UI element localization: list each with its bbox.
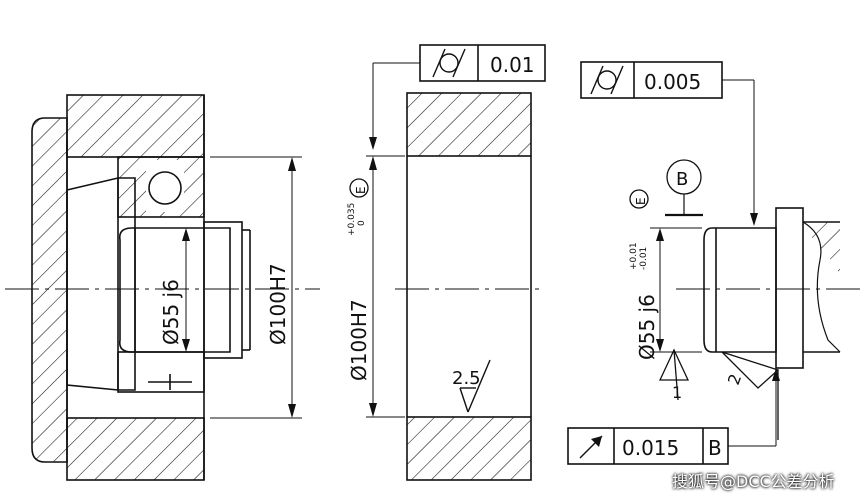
shaft-tol-lower: -0.01 (639, 247, 649, 270)
housing-view (366, 44, 546, 481)
housing-tolerance-frame (419, 44, 546, 82)
bearing-ball (148, 171, 182, 205)
housing-envelope-letter: E (354, 186, 368, 194)
roughness-symbol-1 (658, 348, 690, 401)
assembly-housing-dim: Ø100H7 (266, 263, 290, 345)
housing-tol-lower: 0 (357, 220, 367, 226)
housing-tol-upper: +0.035 (347, 203, 357, 236)
shaft-dim: Ø55 j6 (635, 294, 659, 360)
runout-datum: B (708, 436, 722, 460)
assembly-shaft-dim: Ø55 j6 (159, 279, 183, 345)
shaft-view (567, 61, 860, 465)
datum-letter: B (676, 169, 688, 190)
runout-value: 0.015 (622, 436, 679, 460)
shaft-tol-upper: +0.01 (629, 242, 639, 270)
housing-bore-dim: Ø100H7 (347, 299, 371, 381)
shaft-envelope-circle (629, 189, 649, 209)
shaft-tolerance-value: 0.005 (644, 70, 701, 94)
housing-tolerance-value: 0.01 (490, 53, 535, 77)
roughness-symbol (459, 359, 491, 413)
circular-runout-icon (579, 435, 603, 459)
housing-envelope-circle (349, 178, 369, 198)
housing-upper-section (66, 94, 205, 158)
housing-top-wall (406, 92, 532, 157)
shaft-envelope-letter: E (634, 197, 648, 205)
cylindricity-icon (432, 48, 466, 78)
watermark: 搜狐号@DCC公差分析 (672, 472, 835, 491)
end-cap-section (31, 117, 68, 463)
housing-lower-section (66, 417, 205, 481)
housing-roughness-value: 2.5 (452, 368, 481, 389)
assembly-view (5, 94, 320, 481)
cylindricity-icon (590, 65, 624, 95)
leader-1-label: 1 (672, 383, 682, 402)
leader-2-label: 2 (724, 371, 745, 387)
housing-bottom-wall (406, 416, 532, 481)
datum-b-circle (666, 159, 702, 195)
roughness-symbol-2 (721, 351, 780, 440)
